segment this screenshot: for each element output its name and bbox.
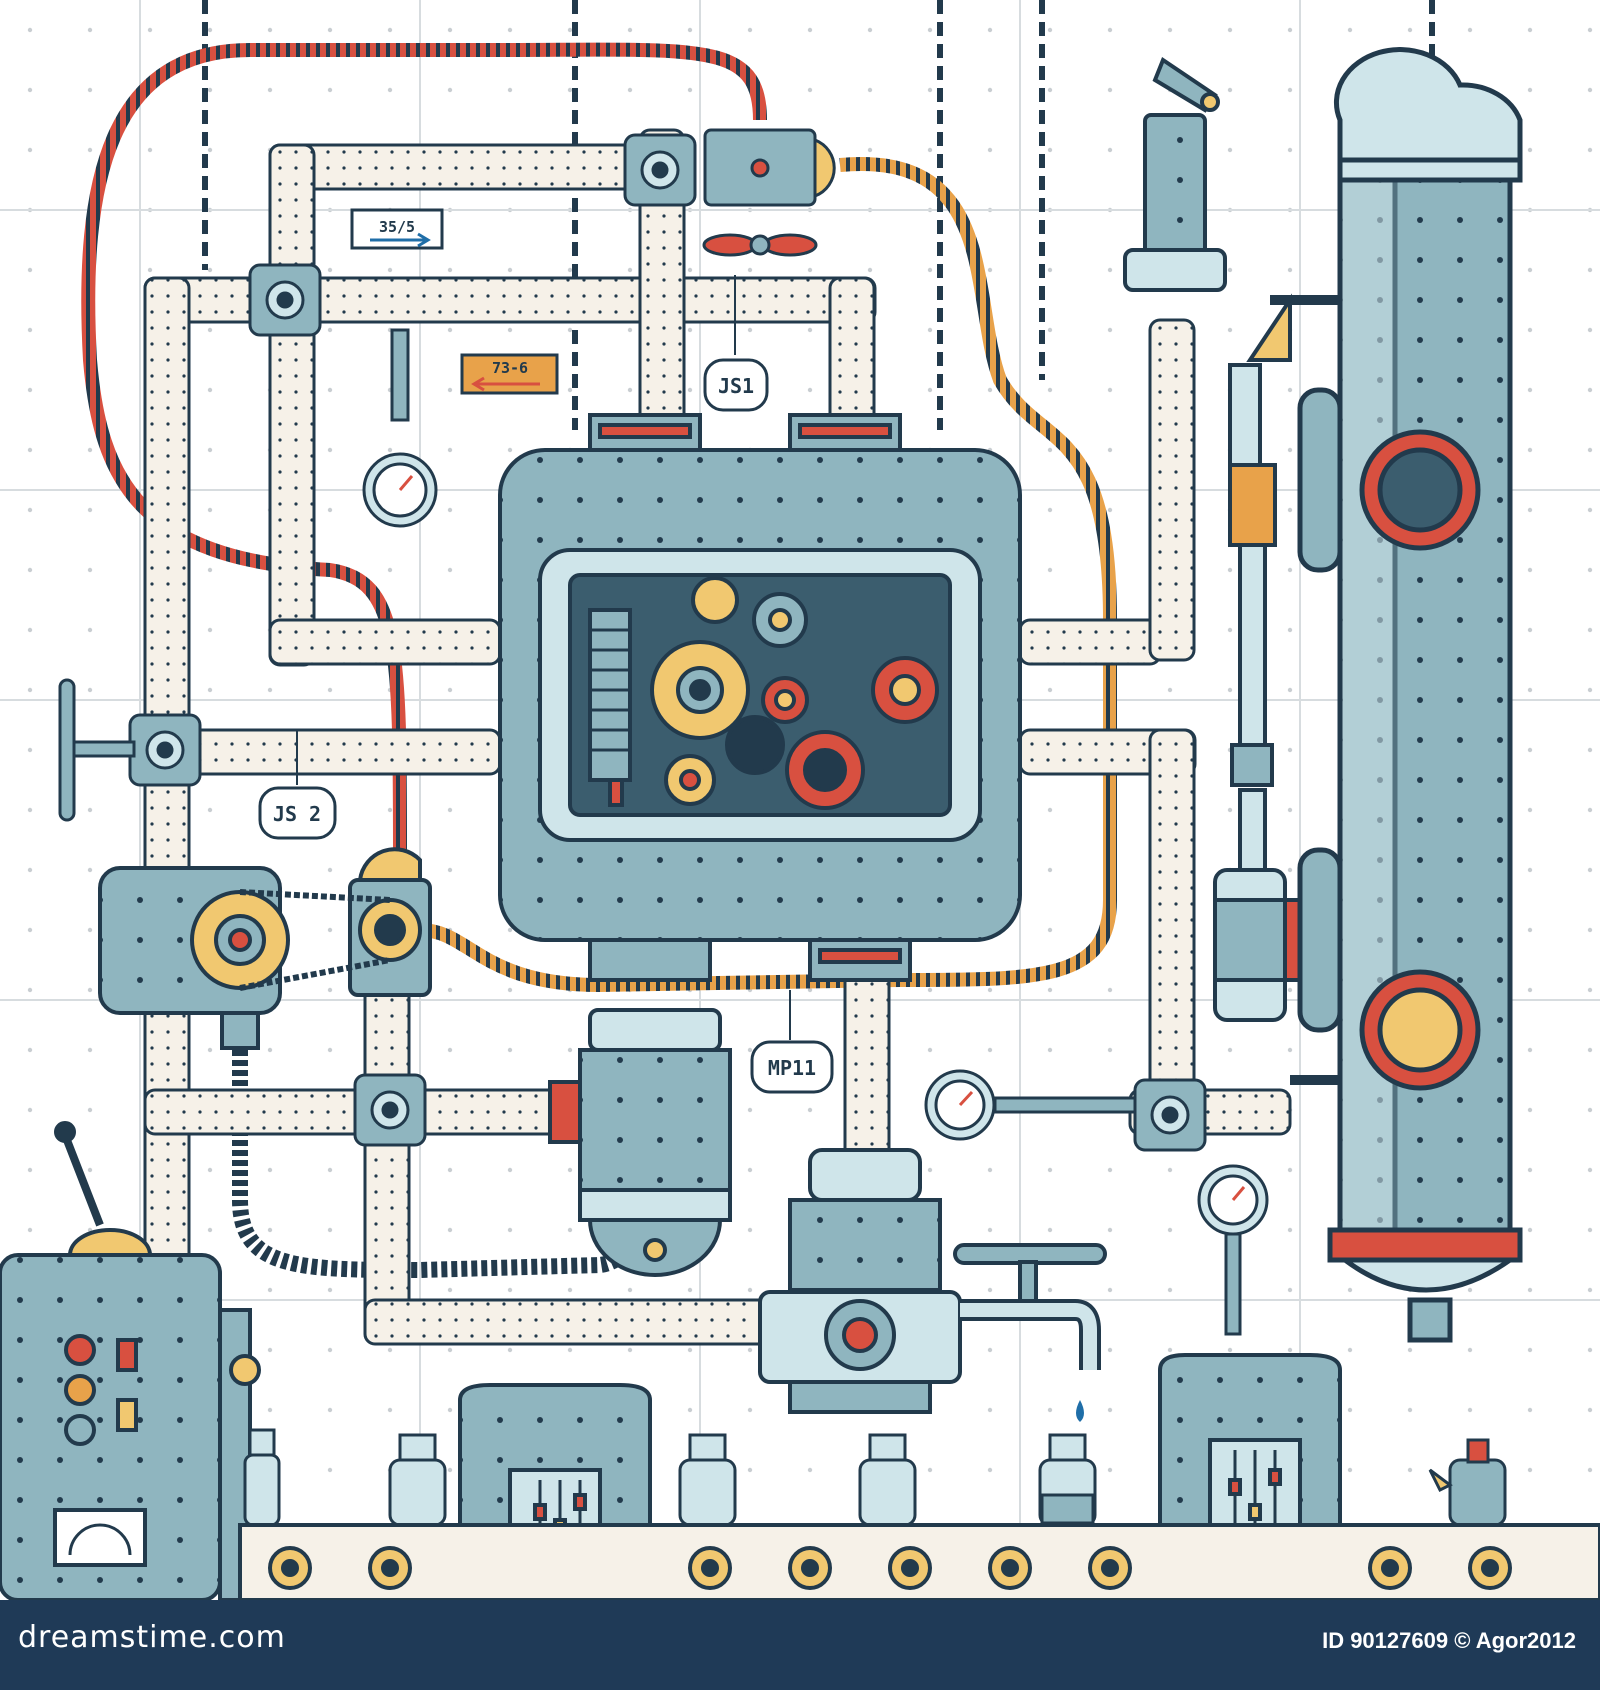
tag-js1-label: JS1 <box>718 374 754 398</box>
bottle-icon <box>1038 1433 1097 1527</box>
brand-wordmark[interactable]: dreamstime.com <box>18 1620 286 1655</box>
bottle-icon <box>243 1428 281 1527</box>
bottle-icon <box>678 1433 737 1527</box>
left-pump-motor <box>98 847 432 1050</box>
author-name[interactable]: Agor2012 <box>1475 1628 1576 1653</box>
pipe-valves <box>58 133 1207 1152</box>
valve-top <box>623 133 697 207</box>
control-panel <box>0 1121 261 1600</box>
conveyor-belt <box>238 1523 1600 1600</box>
pressure-gauge-icon <box>1197 1164 1269 1336</box>
water-drop-icon <box>1076 1400 1084 1422</box>
tall-column <box>1270 47 1523 1343</box>
gear-icon <box>761 676 809 724</box>
sign-top: 35/5 <box>350 208 444 250</box>
spring-icon <box>588 608 632 807</box>
tag-js2: JS 2 <box>258 730 337 840</box>
tag-js2-label: JS 2 <box>273 802 321 826</box>
gear-icon <box>785 730 865 810</box>
right-cylinder <box>1123 56 1227 292</box>
illustration-canvas: 35/5 73-6 JS1 JS 2 MP11 <box>0 0 1600 1600</box>
pipe-network <box>143 128 1292 1360</box>
gear-icon <box>691 576 739 624</box>
yellow-hose <box>419 156 1117 993</box>
bulb-icon <box>229 1354 261 1386</box>
valve-lower <box>353 1073 427 1147</box>
image-id: ID 90127609 <box>1322 1628 1449 1653</box>
valve-left-mid <box>128 713 202 787</box>
tag-mp11-label: MP11 <box>768 1056 816 1080</box>
sign-orange: 73-6 <box>460 353 559 395</box>
faucet-valve <box>758 1148 1107 1422</box>
porthole-icon <box>1359 429 1481 551</box>
pressure-gauge-icon <box>924 1069 1137 1141</box>
top-pump <box>702 128 836 257</box>
sign-top-label: 35/5 <box>379 218 415 236</box>
bottle-icon <box>858 1433 917 1527</box>
gear-icon <box>752 592 808 648</box>
gear-icon <box>725 715 785 775</box>
tag-mp11: MP11 <box>750 990 834 1094</box>
copyright-symbol: © <box>1454 1628 1471 1653</box>
bottle-icon <box>1428 1438 1507 1527</box>
sign-orange-label: 73-6 <box>492 359 528 377</box>
image-credit: ID 90127609 © Agor2012 <box>1322 1628 1576 1654</box>
red-hose <box>81 42 767 861</box>
handwheel <box>58 678 136 822</box>
pressure-gauge-icon <box>362 328 438 528</box>
tag-js1: JS1 <box>703 275 769 412</box>
gear-icon <box>664 754 716 806</box>
bottles <box>243 1428 1507 1527</box>
spring-shaft <box>1213 293 1327 1022</box>
fan-icon <box>702 233 818 257</box>
lower-tank <box>548 1008 732 1277</box>
footer-bar: dreamstime.com ID 90127609 © Agor2012 <box>0 1600 1600 1690</box>
gear-icon <box>871 656 939 724</box>
lever-icon <box>54 1121 153 1257</box>
porthole-icon <box>1359 969 1481 1091</box>
faucet-icon <box>960 1299 1101 1370</box>
central-gearbox <box>498 413 1022 982</box>
valve-left-top <box>248 263 322 337</box>
valve-right-lower <box>1133 1078 1207 1152</box>
indicator-lights <box>64 1334 138 1446</box>
gear-icon <box>650 640 750 740</box>
dial-meter-icon <box>53 1508 147 1567</box>
